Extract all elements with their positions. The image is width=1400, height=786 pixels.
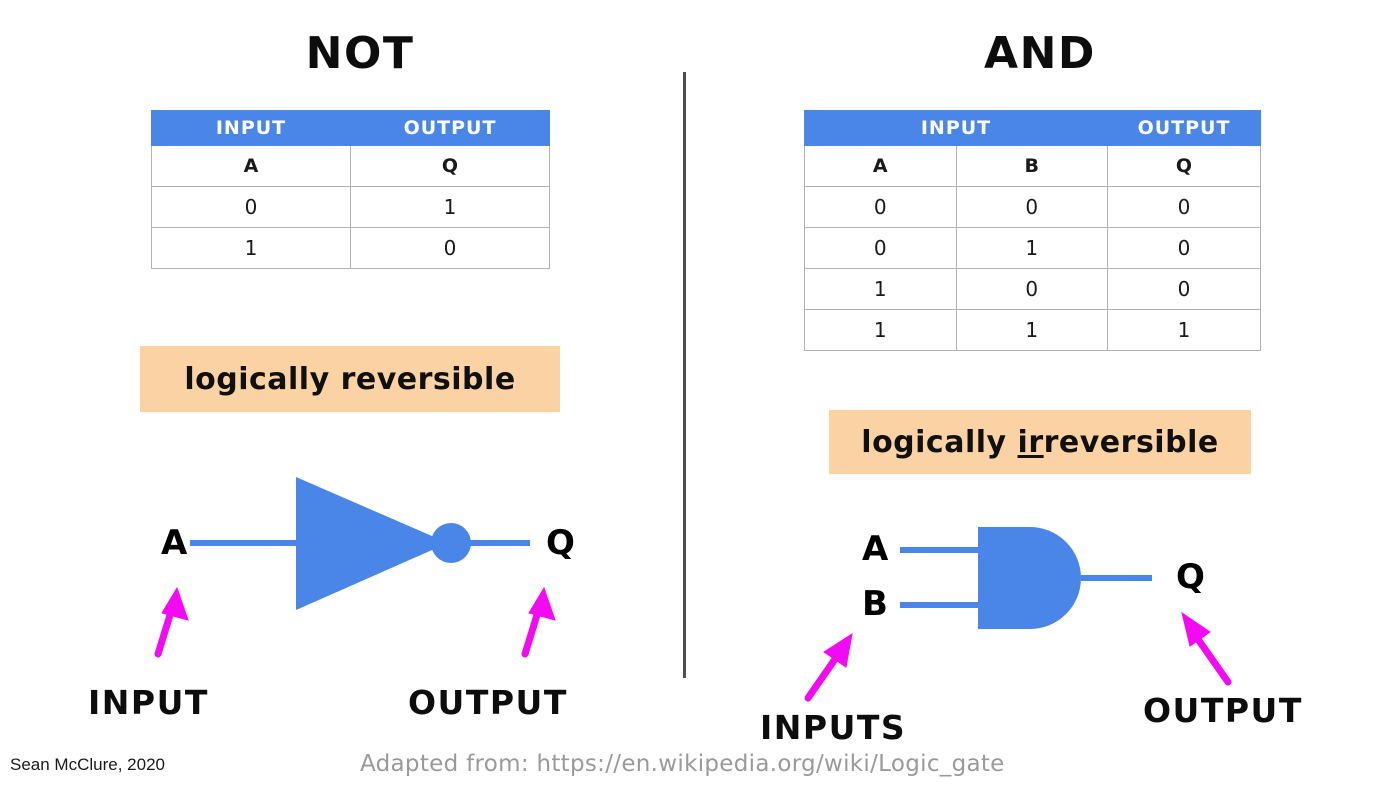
arrow-output-and [1150, 600, 1245, 695]
table-row: 0 1 0 [804, 227, 1261, 269]
and-gate-pin-a: A [862, 529, 889, 569]
source-attribution: Adapted from: https://en.wikipedia.org/w… [360, 751, 1005, 777]
table-group-header-row: INPUT OUTPUT [151, 110, 550, 146]
table-variable-a: A [151, 145, 351, 187]
arrow-up-icon [154, 586, 189, 658]
table-variable-b: B [955, 145, 1108, 187]
table-row: 0 0 0 [804, 186, 1261, 228]
callout-input-not: INPUT [88, 683, 209, 722]
table-row: 1 0 0 [804, 268, 1261, 310]
table-group-header-input: INPUT [151, 110, 351, 146]
not-gate-diagram [180, 465, 580, 625]
table-group-header-input: INPUT [804, 110, 1108, 146]
callout-output-and: OUTPUT [1143, 691, 1303, 730]
and-gate-diagram [890, 505, 1220, 650]
table-cell: 0 [804, 227, 957, 269]
banner-label: logically irreversible [861, 425, 1218, 460]
inversion-bubble [431, 523, 471, 563]
banner-reversible: logically reversible [140, 346, 560, 412]
arrow-up-icon [521, 586, 556, 658]
and-gate-pin-q: Q [1176, 557, 1205, 597]
truth-table-and: INPUT OUTPUT A B Q 0 0 0 0 1 0 1 0 0 1 1… [804, 110, 1261, 351]
banner-irreversible: logically irreversible [829, 410, 1251, 474]
table-row: 1 0 [151, 227, 550, 269]
banner-suffix: reversible [340, 361, 516, 397]
truth-table-not: INPUT OUTPUT A Q 0 1 1 0 [151, 110, 550, 269]
table-variable-row: A B Q [804, 145, 1261, 187]
table-group-header-row: INPUT OUTPUT [804, 110, 1261, 146]
table-variable-a: A [804, 145, 957, 187]
table-cell: 1 [1107, 309, 1261, 351]
table-group-header-output: OUTPUT [1107, 110, 1261, 146]
callout-inputs-and: INPUTS [760, 708, 907, 747]
author-credit: Sean McClure, 2020 [10, 755, 165, 774]
table-group-header-output: OUTPUT [350, 110, 550, 146]
inverter-triangle [296, 477, 448, 610]
table-cell: 1 [804, 309, 957, 351]
table-variable-q: Q [1107, 145, 1261, 187]
table-cell: 0 [1107, 186, 1261, 228]
table-cell: 1 [151, 227, 351, 269]
table-variable-row: A Q [151, 145, 550, 187]
panel-title-and: AND [984, 28, 1096, 79]
table-cell: 1 [804, 268, 957, 310]
table-variable-q: Q [350, 145, 550, 187]
not-gate-svg [190, 477, 530, 610]
and-gate-body [978, 527, 1081, 629]
table-cell: 1 [955, 309, 1108, 351]
table-cell: 0 [151, 186, 351, 228]
banner-underlined: ir [1017, 424, 1044, 460]
arrow-input-not [140, 580, 220, 660]
not-gate-pin-q: Q [546, 523, 575, 563]
banner-prefix: logically [861, 424, 1018, 460]
table-cell: 0 [350, 227, 550, 269]
arrow-inputs-and [800, 620, 890, 710]
arrow-up-right-icon [804, 632, 853, 702]
panel-divider [683, 72, 686, 678]
banner-prefix: logically [184, 361, 341, 397]
callout-output-not: OUTPUT [408, 683, 568, 722]
table-cell: 1 [955, 227, 1108, 269]
banner-suffix: reversible [1043, 424, 1219, 460]
banner-label: logically reversible [184, 362, 515, 397]
table-cell: 0 [1107, 227, 1261, 269]
table-cell: 1 [350, 186, 550, 228]
arrow-up-left-icon [1181, 611, 1232, 686]
table-cell: 0 [1107, 268, 1261, 310]
panel-title-not: NOT [305, 28, 415, 79]
and-gate-svg [900, 527, 1152, 629]
table-cell: 0 [804, 186, 957, 228]
table-row: 1 1 1 [804, 309, 1261, 351]
table-cell: 0 [955, 186, 1108, 228]
and-gate-pin-b: B [862, 584, 888, 624]
not-gate-pin-a: A [161, 523, 188, 563]
arrow-output-not [505, 580, 585, 660]
table-cell: 0 [955, 268, 1108, 310]
table-row: 0 1 [151, 186, 550, 228]
